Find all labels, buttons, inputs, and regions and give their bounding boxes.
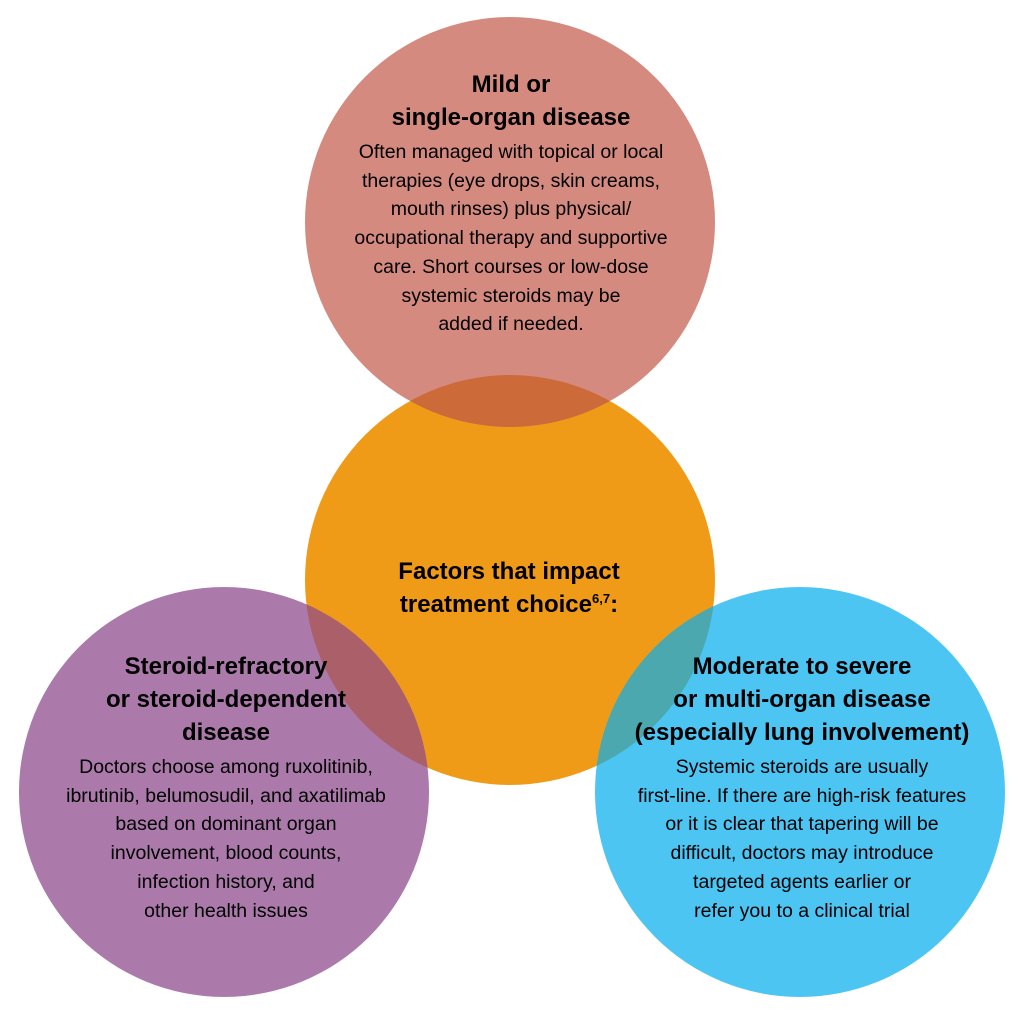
body-line: infection history, and (137, 870, 315, 893)
center-title: Factors that impact treatment choice6,7: (398, 555, 619, 621)
moderate-severe-title: Moderate to severe or multi-organ diseas… (635, 650, 970, 749)
citation-superscript: 6,7 (591, 591, 611, 606)
body-line: difficult, doctors may introduce (670, 842, 934, 865)
mild-disease-section: Mild or single-organ disease Often manag… (354, 68, 667, 339)
body-line: involvement, blood counts, (110, 842, 342, 865)
title-line: treatment choice6,7: (398, 588, 619, 621)
mild-disease-circle (305, 17, 715, 427)
title-line: Steroid-refractory (124, 653, 328, 680)
title-line: Moderate to severe (692, 653, 912, 680)
body-line: added if needed. (438, 313, 584, 336)
mild-disease-title: Mild or single-organ disease (354, 68, 667, 134)
title-colon: : (610, 591, 619, 618)
body-line: or it is clear that tapering will be (665, 813, 939, 836)
center-circle (305, 375, 715, 785)
body-line: occupational therapy and supportive (354, 227, 668, 250)
title-line: (especially lung involvement) (634, 719, 970, 746)
body-line: first-line. If there are high-risk featu… (637, 784, 967, 807)
steroid-refractory-description: Doctors choose among ruxolitinib, ibruti… (66, 753, 386, 925)
body-line: therapies (eye drops, skin creams, (361, 169, 661, 192)
body-line: targeted agents earlier or (693, 870, 911, 893)
steroid-refractory-circle (19, 587, 429, 997)
body-line: ibrutinib, belumosudil, and axatilimab (66, 784, 386, 807)
title-text: treatment choice (399, 591, 592, 618)
body-line: care. Short courses or low-dose (373, 255, 649, 278)
title-line: single-organ disease (391, 104, 631, 131)
body-line: systemic steroids may be (401, 284, 621, 307)
body-line: Often managed with topical or local (358, 141, 664, 163)
moderate-severe-circle (595, 587, 1005, 997)
steroid-refractory-title: Steroid-refractory or steroid-dependent … (66, 650, 386, 749)
body-line: refer you to a clinical trial (694, 899, 910, 922)
body-line: Systemic steroids are usually (675, 756, 929, 778)
mild-disease-description: Often managed with topical or local ther… (354, 138, 667, 339)
body-line: mouth rinses) plus physical/ (390, 198, 632, 221)
body-line: Doctors choose among ruxolitinib, (79, 756, 373, 778)
body-line: other health issues (144, 899, 308, 922)
moderate-severe-section: Moderate to severe or multi-organ diseas… (635, 650, 970, 925)
title-line: or multi-organ disease (673, 686, 931, 713)
moderate-severe-description: Systemic steroids are usually first-line… (635, 753, 970, 925)
body-line: based on dominant organ (115, 813, 337, 836)
title-line: Mild or (471, 71, 551, 98)
title-line: Factors that impact (398, 558, 620, 585)
steroid-refractory-section: Steroid-refractory or steroid-dependent … (66, 650, 386, 925)
title-line: disease (181, 719, 271, 746)
title-line: or steroid-dependent (105, 686, 347, 713)
